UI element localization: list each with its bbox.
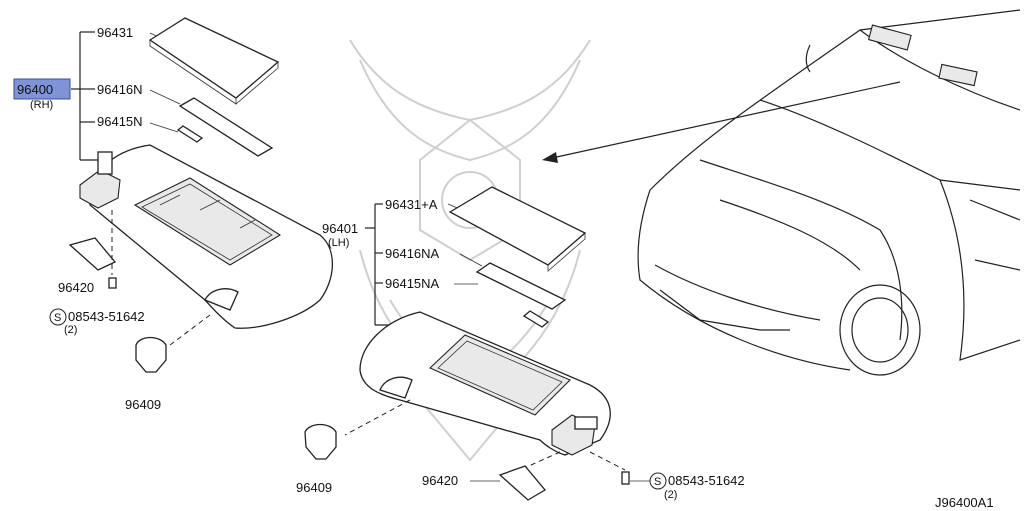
label-96400-side: (RH) [30, 99, 53, 111]
label-bolt-rh: 08543-51642 [68, 309, 145, 324]
label-bolt-lh-qty: (2) [664, 489, 677, 501]
pointer-arrow [542, 81, 901, 163]
label-96416n: 96416N [97, 82, 143, 97]
lh-mirror-cover [448, 186, 587, 272]
rh-hinge [79, 151, 121, 209]
label-96401: 96401 [322, 221, 358, 236]
label-96400[interactable]: 96400 [17, 82, 53, 97]
label-96416na: 96416NA [385, 246, 440, 261]
lh-visor-body [359, 311, 611, 456]
bolt-symbol-icon-rh [49, 308, 67, 326]
label-bolt-rh-qty: (2) [64, 324, 77, 336]
lh-pin [522, 310, 550, 328]
label-96409-lh: 96409 [296, 480, 332, 495]
label-96409-rh: 96409 [125, 397, 161, 412]
label-96401-side: (LH) [328, 237, 349, 249]
label-96420-rh: 96420 [58, 280, 94, 295]
rh-label-strip [178, 97, 274, 157]
label-bolt-lh: 08543-51642 [668, 473, 745, 488]
diagram-code: J96400A1 [935, 495, 994, 510]
car-outline [637, 9, 1021, 376]
lh-clip [498, 465, 546, 501]
label-96415n: 96415N [97, 114, 143, 129]
lh-bolt [621, 471, 630, 485]
bolt-symbol-lh: S [654, 476, 661, 488]
label-96420-lh: 96420 [422, 473, 458, 488]
rh-pin [176, 125, 204, 143]
rh-holder [135, 314, 211, 373]
lh-holder [304, 423, 337, 460]
lh-label-strip [475, 262, 567, 310]
lh-callout-bracket [365, 203, 483, 326]
highlight-96400 [13, 78, 71, 100]
bolt-symbol-rh: S [54, 312, 61, 324]
rh-bolt [108, 210, 117, 289]
label-96415na: 96415NA [385, 276, 440, 291]
rh-mirror-cover [148, 17, 280, 105]
rh-clip [68, 237, 117, 271]
lh-hinge [551, 414, 598, 456]
label-96431a: 96431+A [385, 197, 438, 212]
rh-visor-body [89, 144, 333, 329]
label-96431: 96431 [97, 25, 133, 40]
